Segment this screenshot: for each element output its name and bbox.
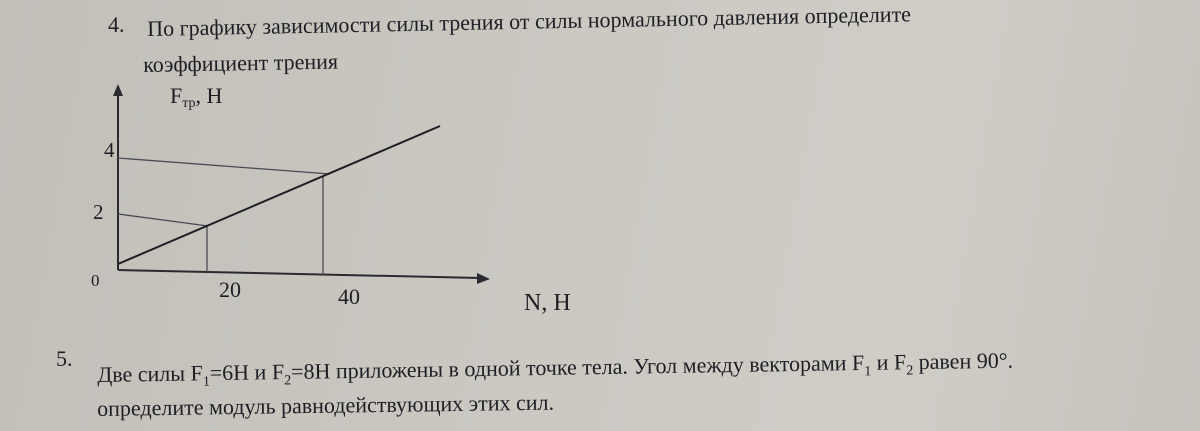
y-tick-label-2: 2 [93,200,104,224]
origin-label: 0 [91,271,100,290]
y-axis-arrow [113,84,123,96]
x-axis-arrow [477,273,490,284]
task-4-number: 4. [108,12,125,37]
friction-line [117,125,441,265]
task-5-number: 5. [56,346,73,371]
x-tick-label-20: 20 [219,277,241,302]
y-tick-label-4: 4 [104,138,115,162]
x-axis-label: N, Н [524,290,571,316]
guide-horizontal-2 [117,213,209,227]
y-axis-label: Fтр, Н [170,83,223,111]
x-axis [117,269,481,279]
guide-horizontal-4 [117,157,331,175]
x-tick-label-40: 40 [338,284,360,309]
